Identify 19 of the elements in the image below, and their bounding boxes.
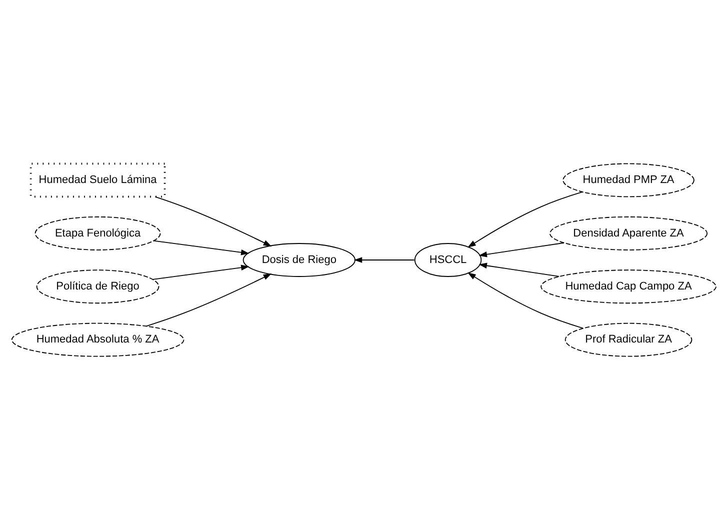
node-ellipse: Densidad Aparente ZA (550, 216, 708, 250)
arrow (152, 264, 250, 280)
arrow (478, 262, 560, 276)
arrow (468, 191, 583, 248)
arrow (146, 273, 272, 326)
node-ellipse: Política de Riego (36, 269, 160, 304)
arrow (478, 242, 564, 257)
node-ellipse: Humedad Absoluta % ZA (11, 322, 184, 356)
node-ellipse: Humedad Cap Campo ZA (540, 269, 716, 304)
node-ellipse: Etapa Fenológica (34, 216, 161, 250)
node-ellipse: Dosis de Riego (242, 242, 356, 276)
node-box: Humedad Suelo Lámina (30, 162, 166, 198)
arrow (354, 256, 415, 262)
node-ellipse: HSCCL (414, 242, 482, 276)
node-ellipse: Humedad PMP ZA (562, 162, 694, 197)
arrow (154, 240, 250, 255)
node-ellipse: Prof Radicular ZA (564, 322, 692, 356)
arrow (468, 272, 584, 328)
arrow (154, 196, 272, 246)
